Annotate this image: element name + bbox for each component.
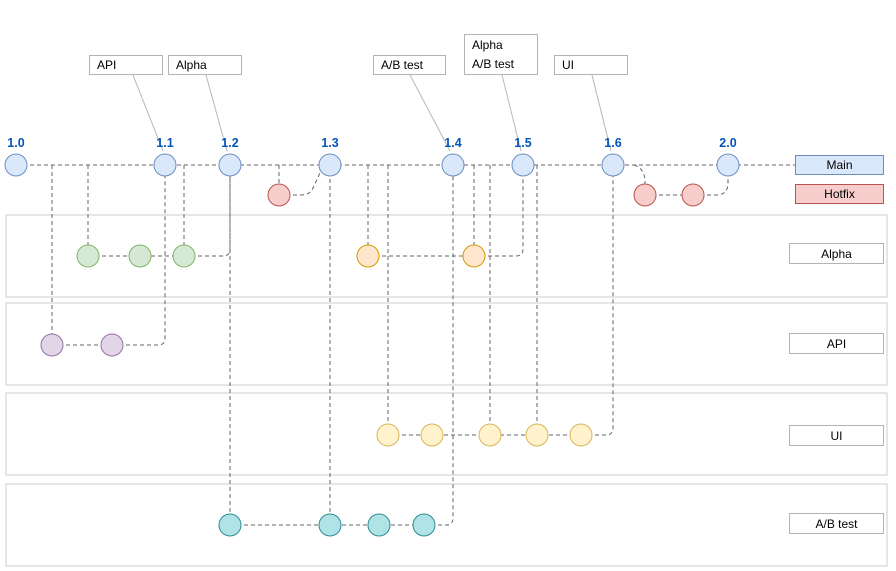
commit-node-hotfix[interactable] (633, 183, 657, 207)
callout-ui[interactable]: UI (554, 55, 628, 75)
commit-node-api[interactable] (40, 333, 64, 357)
callout-abtest-text: A/B test (381, 57, 424, 72)
lane-box-ui (5, 392, 888, 476)
lane-box-a-b-test (5, 483, 888, 567)
lane-label-a-b-test[interactable]: A/B test (789, 513, 884, 534)
commit-node-main[interactable] (153, 153, 177, 177)
commit-node-ui[interactable] (525, 423, 549, 447)
commit-node-alpha2[interactable] (462, 244, 486, 268)
commit-node-abtest[interactable] (218, 513, 242, 537)
callout-abtest-leader-line (409, 74, 451, 152)
legend-main-branch[interactable]: Main (795, 155, 884, 175)
callout-alpha[interactable]: Alpha (168, 55, 242, 75)
commit-node-hotfix[interactable] (267, 183, 291, 207)
legend-hotfix-branch[interactable]: Hotfix (795, 184, 884, 204)
callout-alpha-abtest-text: Alpha (472, 37, 503, 52)
callout-ui-leader-line (591, 74, 612, 152)
edge-hotfix1-merge (279, 172, 321, 196)
commit-node-main[interactable] (441, 153, 465, 177)
edge-hotfix2-branch (633, 164, 646, 195)
edge-alpha-merge (184, 165, 231, 257)
tag-label-1.6: 1.6 (604, 136, 622, 150)
callout-alpha-leader-line (205, 74, 228, 152)
commit-node-ui[interactable] (376, 423, 400, 447)
commit-node-alpha[interactable] (172, 244, 196, 268)
edge-ui-merge (581, 165, 614, 436)
lane-box-alpha (5, 214, 888, 298)
commit-node-alpha2[interactable] (356, 244, 380, 268)
commit-node-alpha[interactable] (76, 244, 100, 268)
commit-node-hotfix[interactable] (681, 183, 705, 207)
tag-label-1.3: 1.3 (321, 136, 339, 150)
commit-node-abtest[interactable] (318, 513, 342, 537)
commit-node-main[interactable] (4, 153, 28, 177)
commit-node-main[interactable] (218, 153, 242, 177)
commit-node-abtest[interactable] (412, 513, 436, 537)
callout-api-text: API (97, 57, 117, 72)
edge-abtest-merge (424, 165, 454, 526)
tag-label-1.2: 1.2 (221, 136, 239, 150)
lane-box-api (5, 302, 888, 386)
callout-api[interactable]: API (89, 55, 163, 75)
commit-node-abtest[interactable] (367, 513, 391, 537)
callout-abtest[interactable]: A/B test (373, 55, 446, 75)
lane-label-api[interactable]: API (789, 333, 884, 354)
edge-alpha2-merge (474, 165, 524, 257)
tag-label-1.5: 1.5 (514, 136, 532, 150)
commit-node-api[interactable] (100, 333, 124, 357)
tag-label-1.0: 1.0 (7, 136, 25, 150)
edge-api-merge (112, 165, 166, 346)
tag-label-1.1: 1.1 (156, 136, 174, 150)
callout-alpha-abtest-leader-line (501, 74, 522, 152)
commit-node-ui[interactable] (420, 423, 444, 447)
commit-node-ui[interactable] (569, 423, 593, 447)
callout-alpha-abtest-text: A/B test (472, 56, 515, 71)
commit-node-main[interactable] (716, 153, 740, 177)
commit-node-main[interactable] (318, 153, 342, 177)
commit-node-main[interactable] (601, 153, 625, 177)
callout-ui-text: UI (562, 57, 574, 72)
tag-label-2.0: 2.0 (719, 136, 737, 150)
callout-alpha-text: Alpha (176, 57, 207, 72)
tag-label-1.4: 1.4 (444, 136, 462, 150)
callout-api-leader-line (132, 74, 164, 152)
commit-node-main[interactable] (511, 153, 535, 177)
lane-label-alpha[interactable]: Alpha (789, 243, 884, 264)
commit-node-ui[interactable] (478, 423, 502, 447)
commit-node-alpha[interactable] (128, 244, 152, 268)
lane-label-ui[interactable]: UI (789, 425, 884, 446)
edge-hotfix2-merge (693, 165, 729, 196)
